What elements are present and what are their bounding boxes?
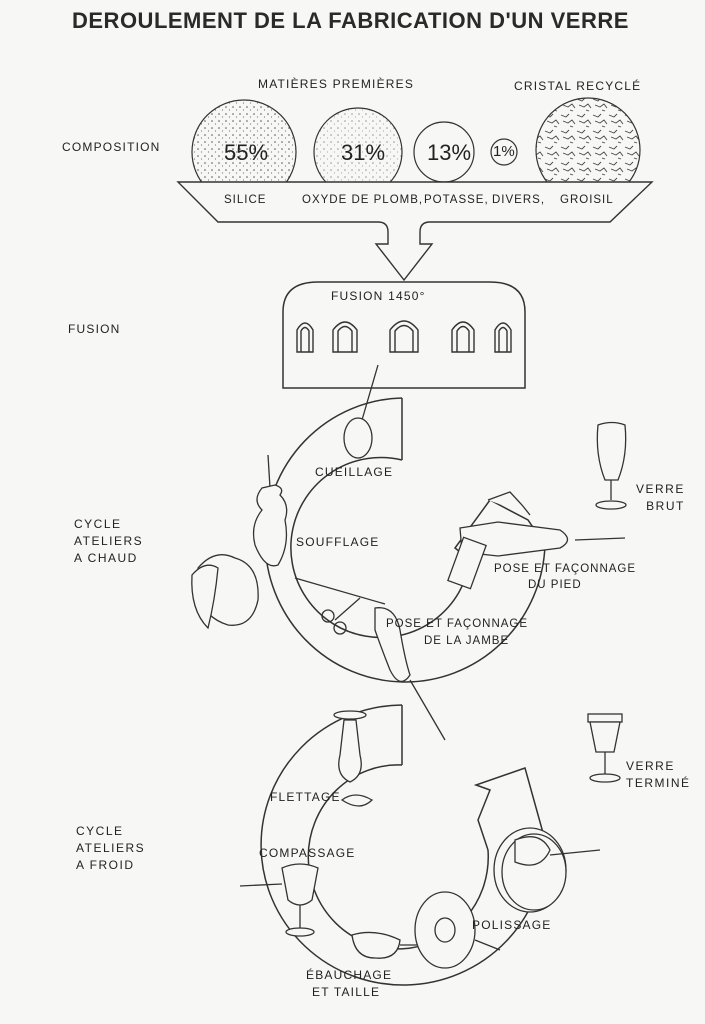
step-leg-shaping-2: DE LA JAMBE	[424, 635, 510, 647]
cold-cycle-label: CYCLE ATELIERS A FROID	[76, 824, 146, 872]
composition-circles	[191, 97, 641, 205]
ingredient-misc: DIVERS,	[492, 194, 546, 206]
raw-glass-icon	[595, 421, 627, 510]
hot-cycle-label: CYCLE ATELIERS A CHAUD	[74, 517, 144, 565]
step-flettage: FLETTAGE	[270, 790, 341, 804]
step-gathering: CUEILLAGE	[315, 465, 394, 479]
finished-glass-icon	[587, 713, 623, 783]
lead-oxide-percent: 31%	[341, 140, 386, 165]
step-cutting: ET TAILLE	[312, 985, 381, 999]
leg-shaping	[294, 577, 446, 741]
step-foot-shaping: POSE ET FAÇONNAGE	[494, 563, 637, 575]
misc-circle	[490, 138, 518, 166]
step-polishing: POLISSAGE	[472, 918, 552, 932]
step-foot-shaping-2: DU PIED	[528, 579, 582, 591]
composition-label: COMPOSITION	[62, 140, 161, 154]
ingredient-silica: SILICE	[224, 194, 267, 206]
furnace-temperature-label: FUSION 1450°	[331, 289, 426, 303]
step-leg-shaping: POSE ET FAÇONNAGE	[386, 618, 529, 630]
finished-glass-label: VERRE TERMINÉ	[626, 759, 691, 790]
recycled-crystal-header: CRISTAL RECYCLÉ	[514, 79, 642, 93]
ingredient-cullet: GROISIL	[560, 194, 614, 206]
raw-materials-header: MATIÈRES PREMIÈRES	[258, 77, 415, 91]
furnace	[282, 281, 526, 389]
furnace-openings	[296, 320, 512, 353]
step-roughing: ÉBAUCHAGE	[306, 968, 393, 982]
foot-shaping-tool	[447, 491, 626, 590]
raw-glass-label: VERRE BRUT	[636, 482, 685, 513]
page-title: DEROULEMENT DE LA FABRICATION D'UN VERRE	[72, 8, 629, 33]
composition-tray	[176, 181, 654, 282]
blowpipe-gathering	[191, 364, 379, 630]
fusion-label: FUSION	[68, 322, 121, 336]
step-compassage: COMPASSAGE	[259, 846, 356, 860]
misc-percent: 1%	[493, 143, 515, 160]
ingredient-potash: POTASSE,	[424, 194, 489, 206]
potash-percent: 13%	[427, 140, 472, 165]
step-blowing: SOUFFLAGE	[296, 535, 380, 549]
ingredient-lead-oxide: OXYDE DE PLOMB,	[302, 194, 424, 206]
silica-percent: 55%	[224, 140, 269, 165]
cold-cycle-tools	[239, 710, 601, 969]
